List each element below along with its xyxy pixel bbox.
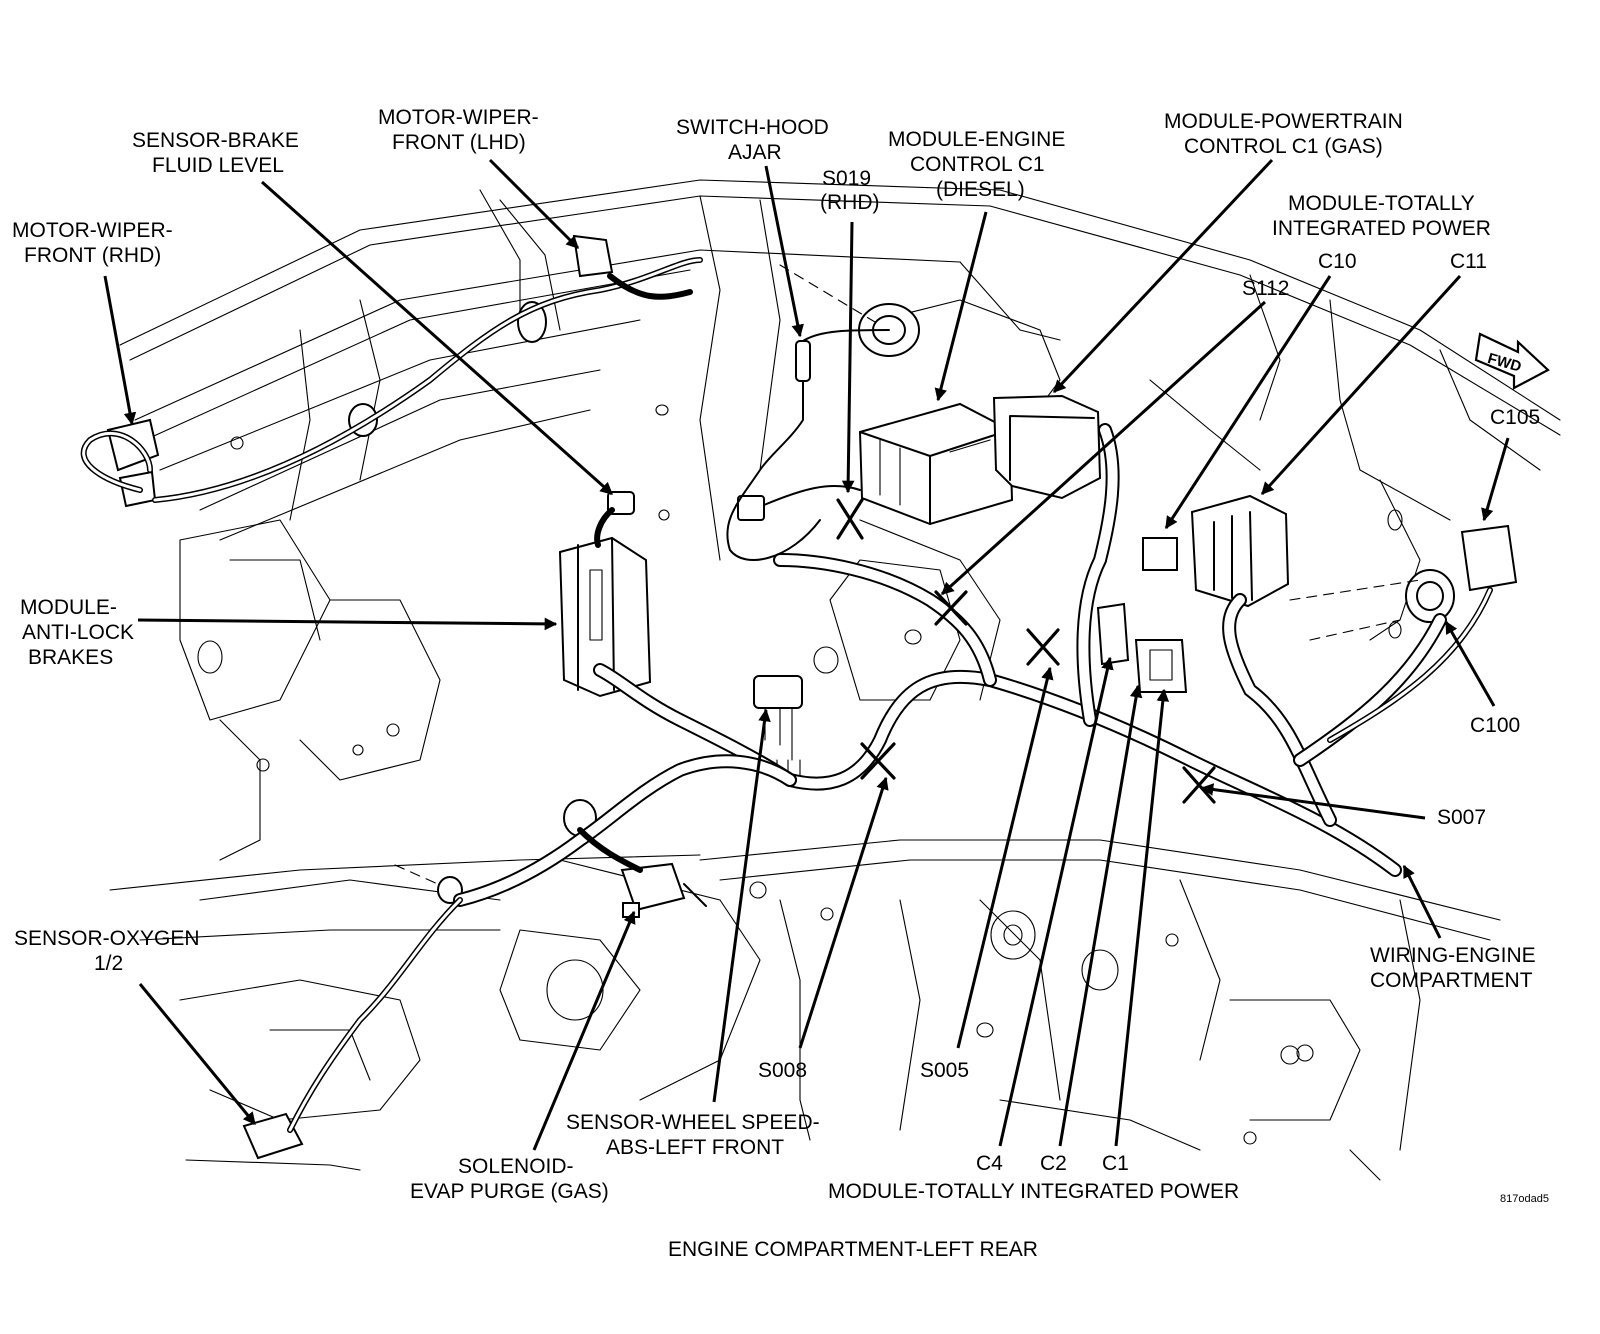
diagram-caption: ENGINE COMPARTMENT-LEFT REAR	[668, 1238, 1038, 1261]
label-motor-wiper-lhd-1: MOTOR-WIPER-	[378, 106, 539, 129]
label-s005: S005	[920, 1059, 969, 1082]
component-labels: MOTOR-WIPER- FRONT (RHD) SENSOR-BRAKE FL…	[12, 106, 1549, 1261]
label-s019-2: (RHD)	[820, 191, 879, 214]
splice-s008-mark	[860, 742, 896, 780]
label-s112: S112	[1242, 277, 1290, 300]
label-module-powertrain-2: CONTROL C1 (GAS)	[1184, 135, 1383, 158]
label-module-tip-top-2: INTEGRATED POWER	[1272, 217, 1491, 240]
label-c1: C1	[1102, 1152, 1129, 1175]
label-s019-1: S019	[822, 167, 871, 190]
label-module-engine-1: MODULE-ENGINE	[888, 128, 1065, 151]
label-c10: C10	[1318, 250, 1357, 273]
splice-marks	[836, 498, 1216, 804]
label-solenoid-evap-1: SOLENOID-	[458, 1155, 574, 1178]
label-s007: S007	[1437, 806, 1486, 829]
label-sensor-brake-2: FLUID LEVEL	[152, 154, 284, 177]
label-switch-hood-1: SWITCH-HOOD	[676, 116, 829, 139]
label-motor-wiper-rhd-1: MOTOR-WIPER-	[12, 219, 173, 242]
vehicle-structure-lineart	[109, 179, 1561, 1181]
label-sensor-oxygen-1: SENSOR-OXYGEN	[14, 927, 200, 950]
label-module-abs-1: MODULE-	[20, 596, 117, 619]
label-motor-wiper-rhd-2: FRONT (RHD)	[24, 244, 161, 267]
splice-s112-mark	[934, 590, 968, 626]
label-c4: C4	[976, 1152, 1003, 1175]
label-switch-hood-2: AJAR	[728, 141, 782, 164]
splice-s005-mark	[1026, 628, 1060, 666]
splice-s019-mark	[836, 498, 864, 540]
splice-s007-mark	[1182, 766, 1216, 804]
label-module-tip-top-1: MODULE-TOTALLY	[1288, 192, 1475, 215]
components	[106, 234, 1518, 1160]
label-c105: C105	[1490, 406, 1540, 429]
label-sensor-brake-1: SENSOR-BRAKE	[132, 129, 299, 152]
label-sensor-wheel-speed-2: ABS-LEFT FRONT	[606, 1136, 784, 1159]
label-c2: C2	[1040, 1152, 1067, 1175]
label-module-abs-3: BRAKES	[28, 646, 113, 669]
label-wiring-engine-2: COMPARTMENT	[1370, 969, 1533, 992]
fwd-arrow: FWD	[1474, 332, 1550, 390]
label-solenoid-evap-2: EVAP PURGE (GAS)	[410, 1180, 609, 1203]
label-module-engine-2: CONTROL C1	[910, 153, 1045, 176]
label-module-engine-3: (DIESEL)	[936, 178, 1025, 201]
label-wiring-engine-1: WIRING-ENGINE	[1370, 944, 1536, 967]
label-c11: C11	[1450, 250, 1487, 273]
label-sensor-wheel-speed-1: SENSOR-WHEEL SPEED-	[566, 1111, 820, 1134]
figure-code: 817odad5	[1500, 1193, 1549, 1205]
label-module-tip-bottom: MODULE-TOTALLY INTEGRATED POWER	[828, 1180, 1239, 1203]
label-module-abs-2: ANTI-LOCK	[22, 621, 134, 644]
label-c100: C100	[1470, 714, 1520, 737]
label-s008: S008	[758, 1059, 807, 1082]
label-motor-wiper-lhd-2: FRONT (LHD)	[392, 131, 526, 154]
label-module-powertrain-1: MODULE-POWERTRAIN	[1164, 110, 1403, 133]
leader-lines	[103, 158, 1510, 1151]
label-sensor-oxygen-2: 1/2	[94, 952, 123, 975]
